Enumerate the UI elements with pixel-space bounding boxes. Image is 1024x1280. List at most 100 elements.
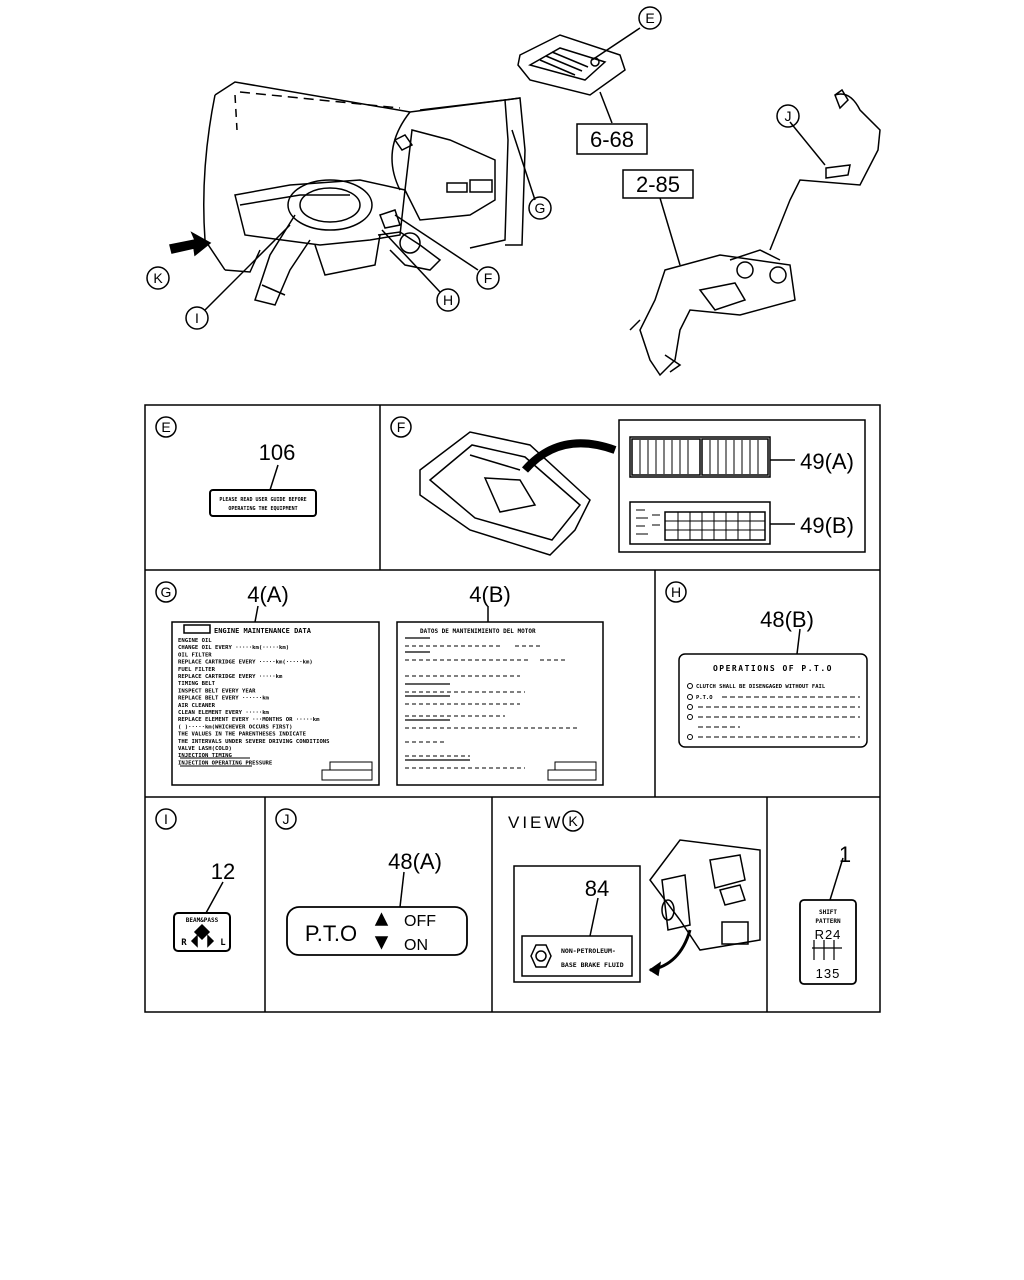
callout-e: E [645,10,654,26]
label-12-l: L [220,938,226,948]
callout-k-circle [146,266,170,290]
label-4a [171,621,380,786]
label-106-line2: OPERATING THE EQUIPMENT [228,506,297,512]
sheet-a-line: THE VALUES IN THE PARENTHESES INDICATE [178,732,306,738]
label-48b [678,653,868,748]
callout-i: I [195,310,199,326]
callout-i-circle [185,306,209,330]
sheet-a-line: REPLACE CARTRIDGE EVERY ·····km(·····km) [178,660,313,666]
panel-k-letter: K [568,813,578,829]
label-4b [396,621,604,786]
sheet-a-line: THE INTERVALS UNDER SEVERE DRIVING CONDI… [178,739,330,745]
fluid-cap-icon [530,944,552,968]
label-12-r: R [181,938,187,948]
shift-line2: PATTERN [815,918,841,925]
panel-h-letter: H [671,584,681,600]
panel-f-letter: F [397,419,406,435]
callout-e-circle [638,6,662,30]
sheet-a-line: ( )·····km(WHICHEVER OCCURS FIRST) [178,724,293,730]
label-48a-off: OFF [404,913,436,930]
part-84: 84 [585,876,609,901]
part-106: 106 [259,440,296,465]
shift-bottom-gears: 135 [816,966,841,981]
label-84-line2: BASE BRAKE FLUID [561,961,624,969]
label-4b-dashes [405,645,580,769]
glove-box-illustration [419,431,617,556]
part-1: 1 [839,842,851,867]
ref-box-6-68 [576,123,648,155]
sheet-a-line: CHANGE OIL EVERY ·····km(·····km) [178,645,289,651]
label-48a [286,906,468,956]
label-shift-pattern [799,899,857,985]
shift-top-gears: R24 [815,927,842,942]
dimmer-arrow-icon [193,923,211,941]
label-106-line1: PLEASE READ USER GUIDE BEFORE [219,497,306,503]
ref-2-85: 2-85 [636,172,680,197]
sheet-a-line: CLEAN ELEMENT EVERY ·····km [178,710,270,716]
up-triangle-icon [374,912,389,926]
panel-j-letter: J [283,811,290,827]
dome-light-illustration [517,34,626,96]
label-48a-on: ON [404,937,428,954]
callout-f: F [484,270,493,286]
sheet-a-line: OIL FILTER [178,652,212,658]
cab-dashboard-illustration [203,81,526,306]
panel-f-inset [618,419,866,553]
part-4b: 4(B) [469,582,511,607]
sheet-a-line: REPLACE BELT EVERY ······km [178,696,270,702]
callout-g-circle [528,196,552,220]
shift-lever-assembly [629,88,881,377]
callout-g: G [535,200,546,216]
sheet-a-line: REPLACE ELEMENT EVERY ···MONTHS OR ·····… [178,717,320,723]
part-48a: 48(A) [388,849,442,874]
label-49a [629,436,771,478]
sheet-a-line: REPLACE CARTRIDGE EVERY ·····km [178,674,283,680]
sheet-a-line: INJECTION TIMING [178,753,233,759]
label-48a-pto: P.T.O [305,921,357,946]
part-49b: 49(B) [800,513,854,538]
label-12 [173,912,231,952]
sheet-a-line: ENGINE OIL [178,638,212,644]
shift-line1: SHIFT [819,909,837,916]
sheet-a-line: VALVE LASH(COLD) [178,746,232,752]
part-12: 12 [211,859,235,884]
part-49a: 49(A) [800,449,854,474]
label-48b-title: OPERATIONS OF P.T.O [713,664,833,673]
callout-j-circle [776,104,800,128]
callout-k: K [153,270,163,286]
label-84 [521,935,633,977]
brake-reservoir-illustration [648,839,761,977]
callout-f-circle [476,266,500,290]
sheet-a-line: FUEL FILTER [178,667,216,673]
panel-k-inset [513,865,641,983]
part-48b: 48(B) [760,607,814,632]
shift-gate-icon [812,940,842,960]
callout-h-circle [436,288,460,312]
sheet-a-line: INSPECT BELT EVERY YEAR [178,688,256,694]
label-12-text: BEAM&PASS [186,917,219,924]
panel-i-letter: I [164,811,168,827]
ref-6-68: 6-68 [590,127,634,152]
sheet-a-line: TIMING BELT [178,681,216,687]
sheet-a-line: INJECTION OPERATING PRESSURE [178,760,272,766]
label-106 [209,489,317,517]
view-label: VIEW [508,813,563,832]
sheet-b-title: DATOS DE MANTENIMIENTO DEL MOTOR [420,628,536,635]
panel-e-letter: E [161,419,170,435]
label-49b [629,501,771,545]
down-triangle-icon [374,936,389,950]
part-4a: 4(A) [247,582,289,607]
ref-box-2-85 [622,169,694,199]
callout-h: H [443,292,453,308]
panel-g-letter: G [161,584,172,600]
panel-grid-frame [144,404,881,1013]
sheet-a-title: ENGINE MAINTENANCE DATA [214,627,312,635]
view-arrow-icon [169,231,212,257]
label-48b-line2: P.T.O [696,695,713,701]
label-84-line1: NON-PETROLEUM- [561,947,616,955]
sheet-a-line: AIR CLEANER [178,703,216,709]
label-48b-line1: CLUTCH SHALL BE DISENGAGED WITHOUT FAIL [696,684,826,690]
callout-j: J [785,108,792,124]
